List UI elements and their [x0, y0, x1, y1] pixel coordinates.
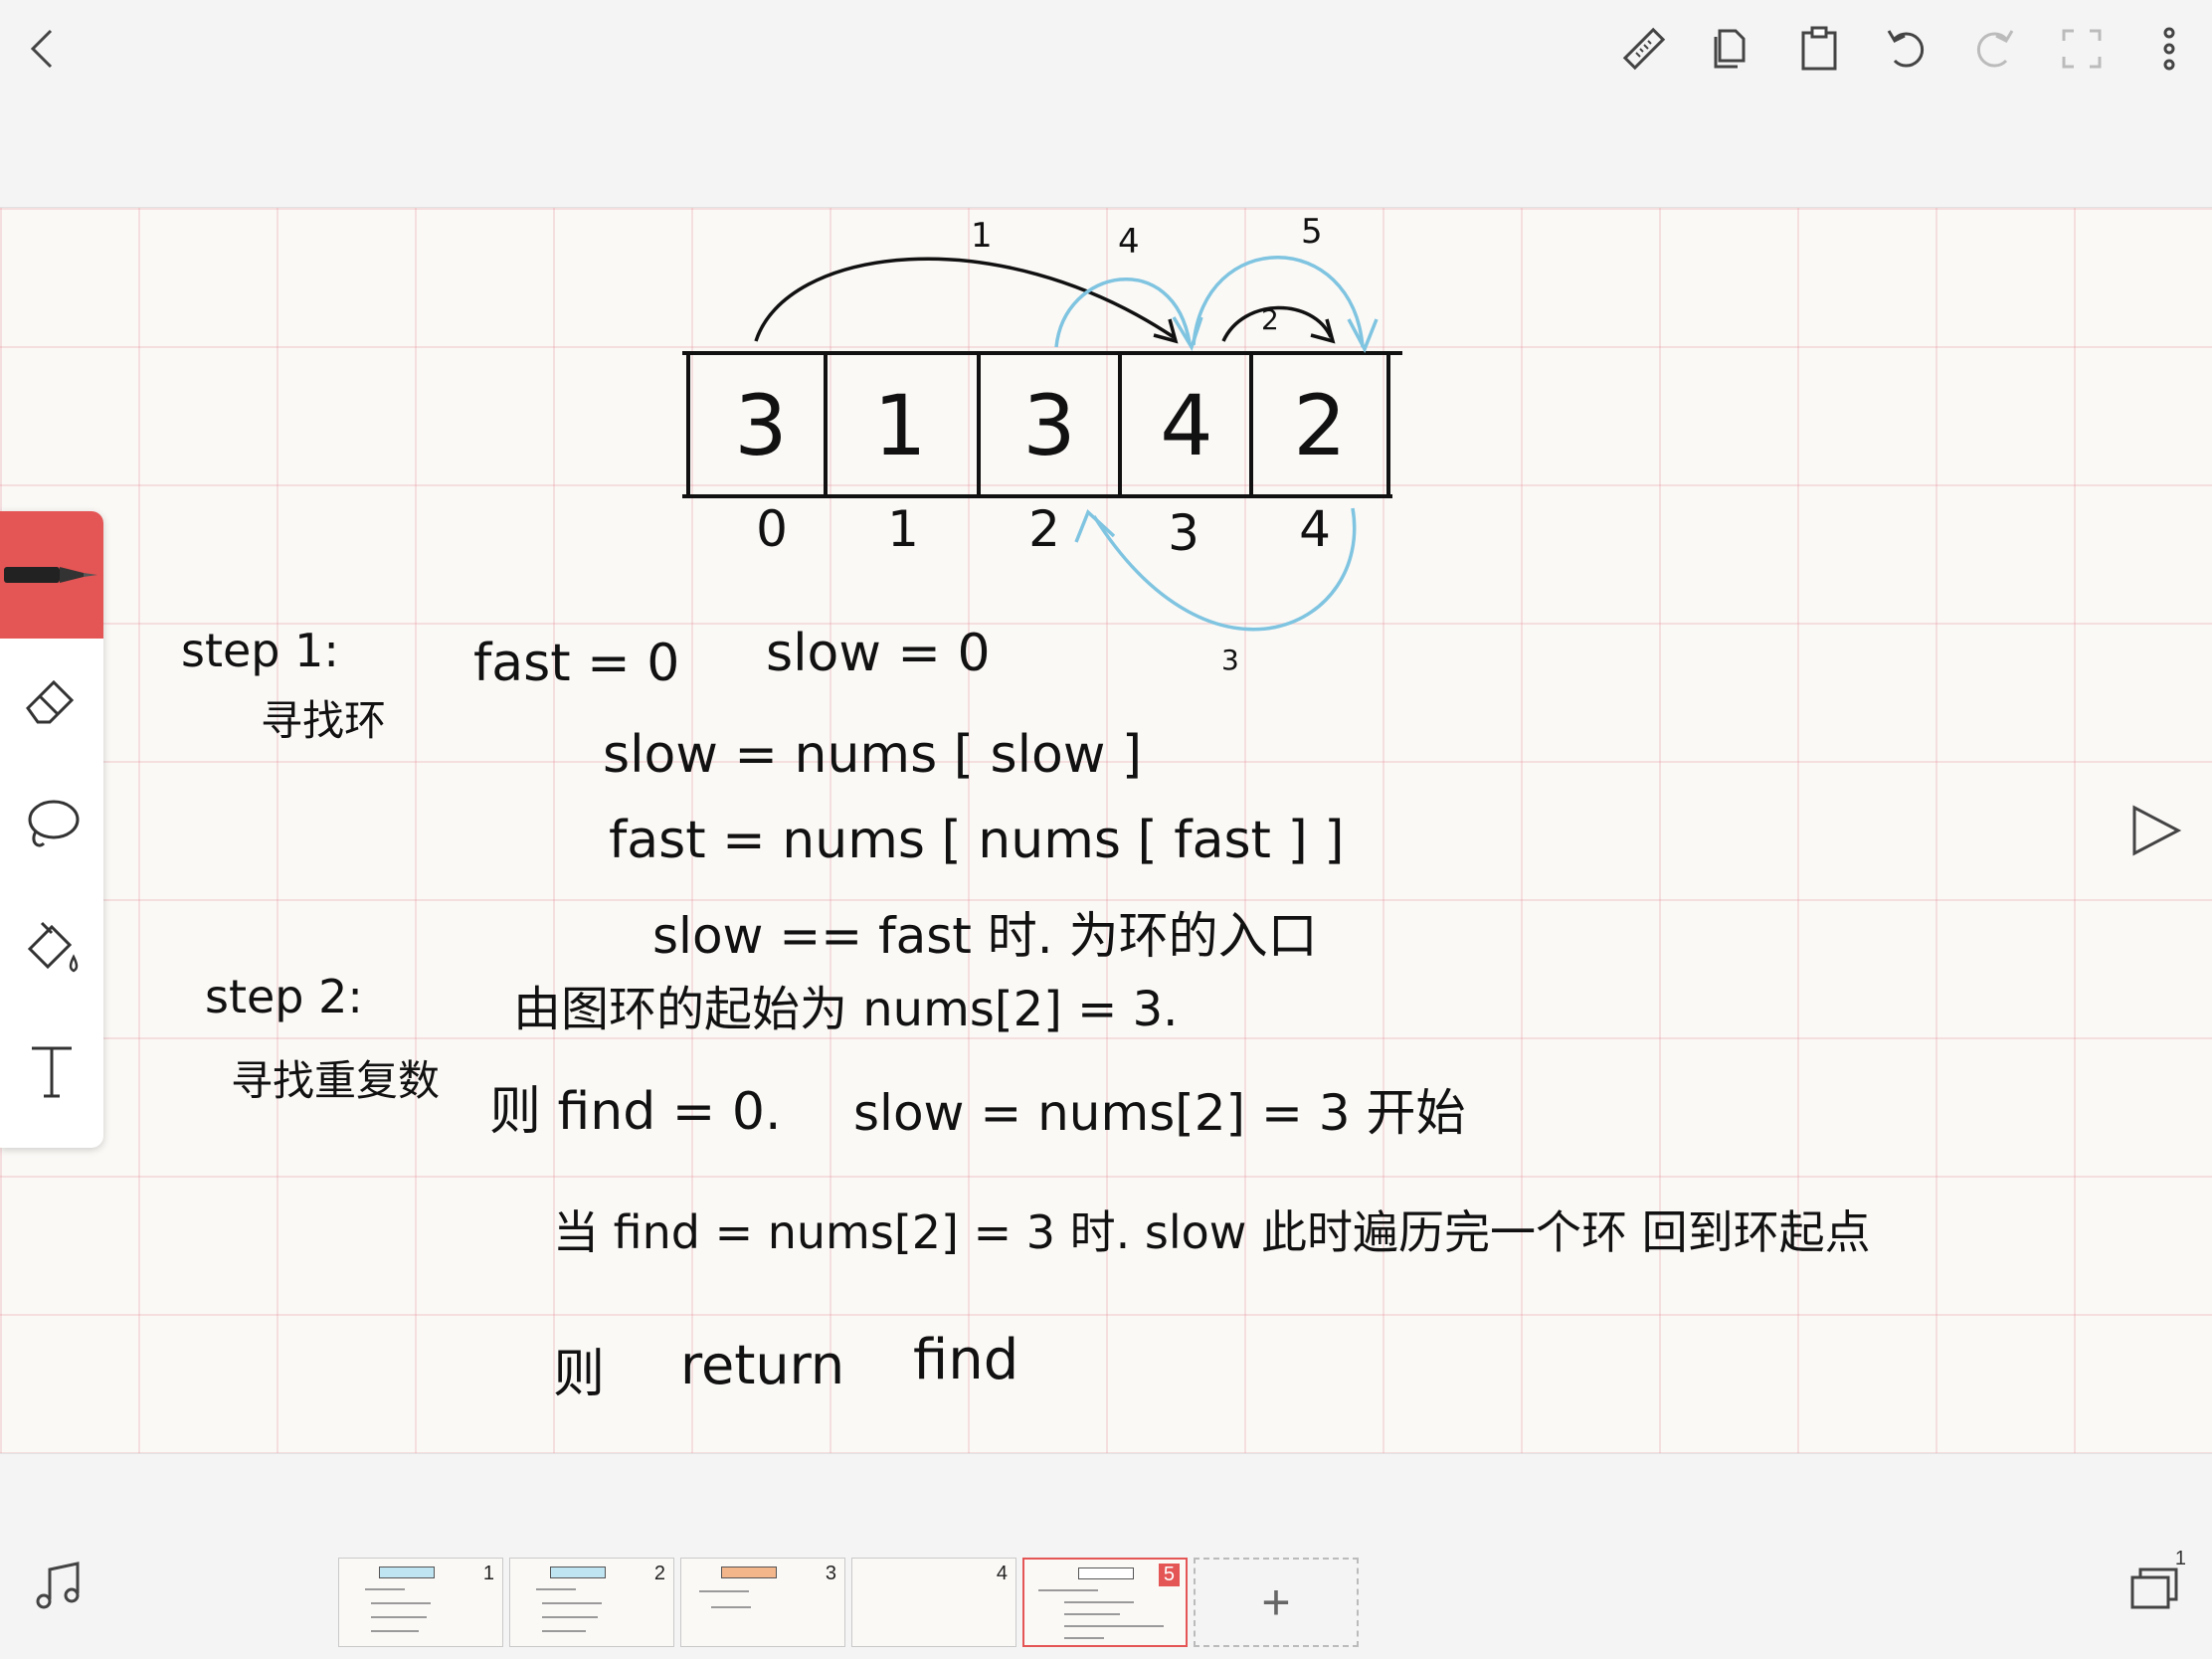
index-label: 1 — [887, 500, 919, 558]
eraser-icon — [26, 679, 75, 724]
step1-label: step 1: — [181, 624, 339, 677]
cell-value: 3 — [1022, 377, 1076, 474]
index-label: 2 — [1028, 500, 1060, 558]
copy-page-icon[interactable] — [1697, 14, 1766, 84]
eraser-tool[interactable] — [0, 639, 103, 762]
bottom-bar: 1 — [0, 1452, 2212, 1659]
music-icon[interactable] — [32, 1558, 88, 1613]
arc-label: 3 — [1221, 644, 1239, 676]
lasso-icon — [28, 800, 80, 847]
fast-init: fast = 0 — [473, 634, 680, 693]
page-number: 4 — [996, 1563, 1008, 1584]
more-icon[interactable] — [2134, 14, 2204, 84]
text-icon — [32, 1046, 72, 1098]
cell-value: 2 — [1293, 377, 1347, 474]
arc-4 — [1054, 277, 1192, 348]
clipboard-icon[interactable] — [1784, 14, 1854, 84]
array-box — [682, 351, 1402, 498]
arc-label: 2 — [1261, 303, 1279, 336]
stacked-pages-icon — [2130, 1567, 2178, 1609]
slow-update-line: slow = nums [ slow ] — [603, 725, 1143, 785]
arc-5 — [1192, 256, 1365, 348]
step2-label: step 2: — [205, 970, 363, 1023]
arc-3 — [1092, 507, 1357, 632]
arc-label: 1 — [971, 216, 993, 256]
pen-tool[interactable] — [0, 511, 103, 639]
return-prefix: 则 — [553, 1345, 606, 1404]
fullscreen-icon[interactable] — [2047, 14, 2117, 84]
return-value: find — [913, 1328, 1019, 1392]
pages-overview-button[interactable]: 1 — [2126, 1548, 2186, 1615]
slow-init: slow = 0 — [766, 624, 991, 683]
undo-icon[interactable] — [1872, 14, 1941, 84]
page-thumbnail[interactable]: 2 — [509, 1558, 674, 1647]
index-label: 4 — [1299, 500, 1331, 558]
page-number: 2 — [653, 1563, 665, 1584]
page-thumbnail[interactable]: 3 — [680, 1558, 845, 1647]
pages-count-badge: 1 — [2174, 1548, 2186, 1569]
step1-subtitle: 寻找环 — [261, 696, 387, 745]
page-thumbnail[interactable]: 1 — [338, 1558, 503, 1647]
arc-1 — [754, 257, 1175, 342]
cycle-start-line: 由图环的起始为 nums[2] = 3. — [513, 982, 1179, 1037]
find-init: 则 find = 0. — [489, 1082, 782, 1142]
cycle-entry-line: slow == fast 时. 为环的入口 — [652, 907, 1318, 965]
back-icon[interactable] — [10, 14, 80, 84]
cell-value: 3 — [734, 377, 788, 474]
ink-drawing — [682, 256, 1402, 632]
tool-panel — [0, 511, 103, 1148]
arc-label: 5 — [1301, 212, 1323, 252]
next-page-button[interactable] — [2119, 796, 2188, 865]
page-number: 1 — [482, 1563, 494, 1584]
redo-icon[interactable] — [1959, 14, 2029, 84]
fill-tool[interactable] — [0, 885, 103, 1009]
index-label: 3 — [1168, 504, 1199, 562]
plus-icon: + — [1261, 1574, 1291, 1630]
slow-start-line: slow = nums[2] = 3 开始 — [853, 1084, 1466, 1142]
top-toolbar — [0, 0, 2212, 119]
lasso-tool[interactable] — [0, 762, 103, 885]
return-keyword: return — [680, 1334, 845, 1396]
page-number: 3 — [825, 1563, 836, 1584]
add-page-button[interactable]: + — [1194, 1558, 1359, 1647]
cell-value: 4 — [1160, 377, 1213, 474]
paint-bucket-icon — [27, 921, 79, 973]
condition-line: 当 find = nums[2] = 3 时. slow 此时遍历完一个环 回到… — [553, 1205, 1871, 1259]
arc-label: 4 — [1118, 222, 1140, 262]
fast-update-line: fast = nums [ nums [ fast ] ] — [609, 811, 1345, 870]
ruler-icon[interactable] — [1609, 14, 1679, 84]
page-number: 5 — [1158, 1564, 1180, 1586]
cell-value: 1 — [873, 377, 927, 474]
index-label: 0 — [756, 500, 788, 558]
page-thumbnail[interactable]: 4 — [851, 1558, 1016, 1647]
pen-icon — [4, 567, 97, 583]
text-tool[interactable] — [0, 1009, 103, 1132]
step2-subtitle: 寻找重复数 — [231, 1056, 441, 1105]
arc-2 — [1221, 305, 1333, 342]
note-canvas[interactable]: 3 1 3 4 2 0 1 2 3 4 1 4 5 2 3 step 1: 寻找… — [0, 207, 2212, 1454]
play-arrow-icon — [2132, 805, 2182, 856]
page-thumbnail-current[interactable]: 5 — [1022, 1558, 1188, 1647]
